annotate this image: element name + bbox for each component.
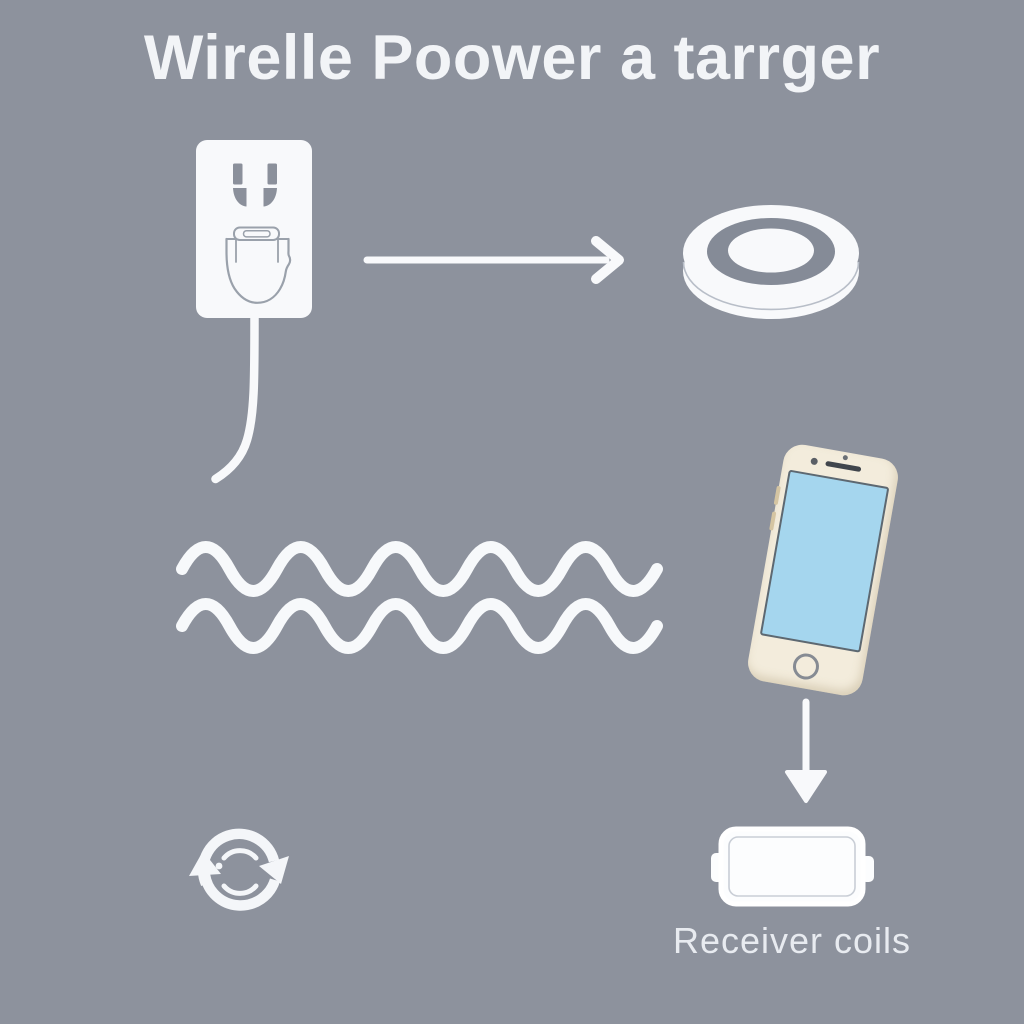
down-arrow-icon xyxy=(785,698,827,803)
outlet-slot-right xyxy=(267,163,277,185)
phone-home-button xyxy=(790,651,822,682)
phone-screen xyxy=(759,469,890,653)
phone-camera-icon xyxy=(810,457,819,466)
charging-pad-icon xyxy=(682,205,860,319)
page-title: Wirelle Poower a tarrger xyxy=(143,23,881,93)
wave-line-bottom xyxy=(176,598,663,654)
receiver-coils-label: Receiver coils xyxy=(672,920,912,961)
outlet-fang-left xyxy=(233,188,247,207)
power-plug-icon xyxy=(225,226,292,304)
battery-icon xyxy=(711,826,874,907)
wave-line-top xyxy=(176,541,663,597)
sync-icon xyxy=(189,828,289,911)
power-cable-icon xyxy=(211,312,259,484)
wall-outlet-icon xyxy=(196,140,312,318)
outlet-slot-left xyxy=(233,163,243,185)
outlet-fang-right xyxy=(263,188,277,207)
phone-sensor-dot xyxy=(842,454,849,461)
right-arrow-icon xyxy=(363,236,624,284)
em-waves-icon xyxy=(176,541,663,654)
phone-speaker-slit xyxy=(825,460,862,473)
